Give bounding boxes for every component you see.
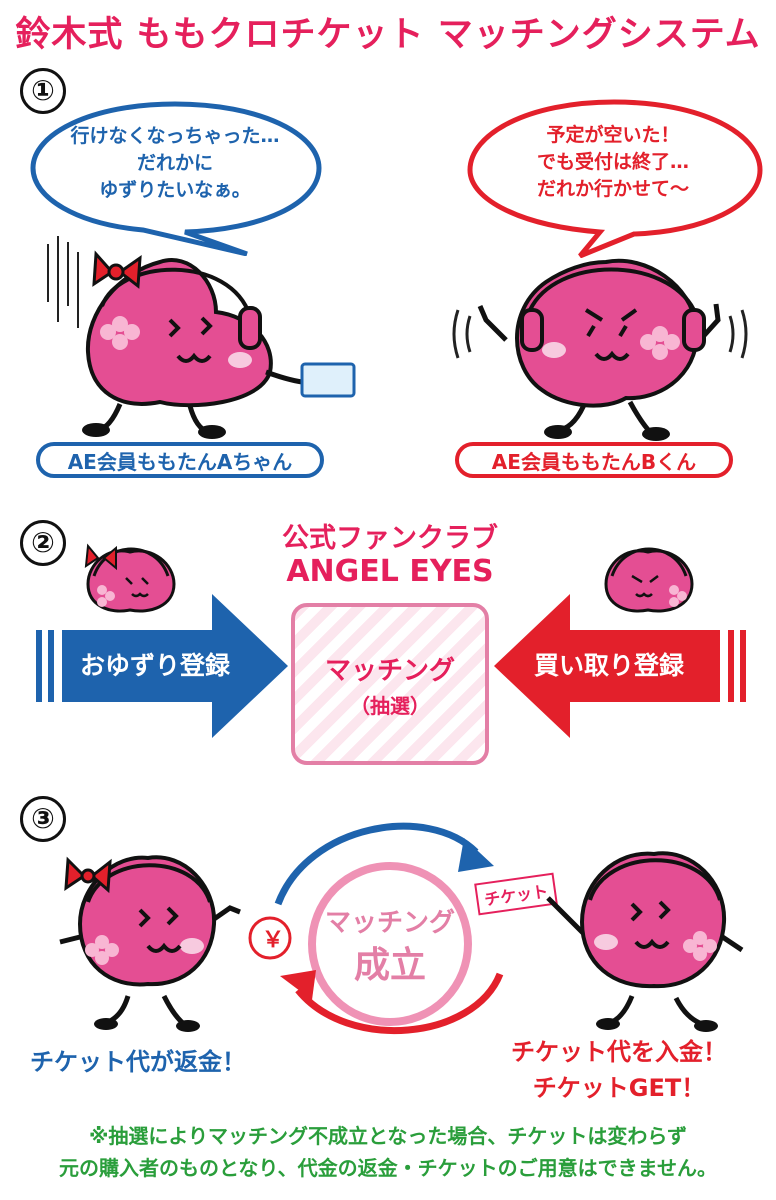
- giveaway-arrow: [36, 594, 288, 738]
- matching-ring: [308, 862, 472, 1026]
- bow-icon: [84, 543, 117, 571]
- buy-arrow: [494, 594, 746, 738]
- cycle-arrow-icon: [295, 972, 504, 1034]
- bubble-right-line: だれか行かせて～: [536, 178, 689, 200]
- headphones-icon: [588, 858, 722, 901]
- bubble-right-line: 予定が空いた！: [546, 124, 680, 146]
- bow-icon: [92, 250, 142, 289]
- lottery-label: （抽選）: [350, 694, 430, 718]
- bubble-left-line: だれかに: [136, 152, 213, 174]
- refund-caption: チケット代が返金！: [30, 1048, 246, 1076]
- buy-register-label: 買い取り登録: [534, 651, 685, 680]
- speech-bubble-left: [30, 101, 322, 256]
- headphones-icon: [86, 863, 212, 903]
- headphones-icon: [100, 267, 252, 317]
- motion-lines-icon: [47, 236, 79, 328]
- shake-lines-icon: [452, 309, 748, 359]
- page-title: 鈴木式 ももクロチケット マッチングシステム: [15, 15, 761, 55]
- fanclub-label: 公式ファンクラブ: [282, 523, 498, 554]
- giveaway-register-label: おゆずり登録: [80, 651, 231, 680]
- matching-label: マッチング: [324, 656, 455, 686]
- clover-icon: [640, 326, 680, 360]
- payment-caption-line: チケット代を入金！: [511, 1038, 727, 1066]
- character-a-sad: [47, 236, 356, 439]
- bubble-right-line: でも受付は終了…: [536, 151, 689, 173]
- matching-box: [291, 603, 489, 765]
- bow-icon: [64, 856, 112, 894]
- cycle-arrow-icon: [274, 822, 479, 906]
- yen-symbol: ￥: [262, 928, 285, 953]
- speech-bubble-right: [467, 99, 763, 258]
- bubble-left-line: ゆずりたいなぁ。: [99, 179, 251, 201]
- character-b-small: [604, 547, 694, 613]
- step-number-1: ①: [20, 68, 66, 114]
- ticket-icon: [300, 362, 356, 398]
- clover-icon: [683, 931, 717, 961]
- character-a-happy: [59, 855, 241, 1032]
- peach-body-icon: [85, 258, 273, 408]
- headphones-icon: [92, 547, 170, 577]
- clover-icon: [669, 585, 687, 607]
- bubble-left-text: 行けなくなっちゃった… だれかに ゆずりたいなぁ。: [40, 123, 310, 204]
- member-label-b: AE会員ももたんBくん: [455, 442, 733, 478]
- clover-icon: [85, 935, 119, 965]
- matching-cycle: [248, 822, 504, 1034]
- footnote-line: 元の購入者のものとなり、代金の返金・チケットのご用意はできません。: [59, 1156, 717, 1180]
- step-number-3: ③: [20, 796, 66, 842]
- step-number-2: ②: [20, 520, 66, 566]
- bubble-left-line: 行けなくなっちゃった…: [70, 125, 280, 147]
- fanclub-name: ANGEL EYES: [286, 554, 494, 589]
- yen-coin-icon: [248, 916, 292, 960]
- payment-caption: チケット代を入金！ チケットGET！: [474, 1034, 764, 1106]
- footnote: ※抽選によりマッチング不成立となった場合、チケットは変わらず 元の購入者のものと…: [0, 1120, 776, 1184]
- footnote-line: ※抽選によりマッチング不成立となった場合、チケットは変わらず: [88, 1124, 688, 1148]
- member-label-a: AE会員ももたんAちゃん: [36, 442, 324, 478]
- payment-caption-line: チケットGET！: [532, 1074, 706, 1102]
- bubble-right-text: 予定が空いた！ でも受付は終了… だれか行かせて～: [478, 122, 748, 203]
- headphones-icon: [528, 267, 696, 311]
- headphones-icon: [610, 547, 688, 577]
- matching-success-label-2: 成立: [353, 945, 426, 986]
- character-a-small: [84, 543, 176, 613]
- character-b-eager: [452, 258, 748, 441]
- clover-icon: [100, 316, 140, 350]
- clover-icon: [97, 585, 115, 607]
- character-b-happy: [546, 851, 744, 1032]
- matching-success-label: マッチング: [324, 908, 455, 938]
